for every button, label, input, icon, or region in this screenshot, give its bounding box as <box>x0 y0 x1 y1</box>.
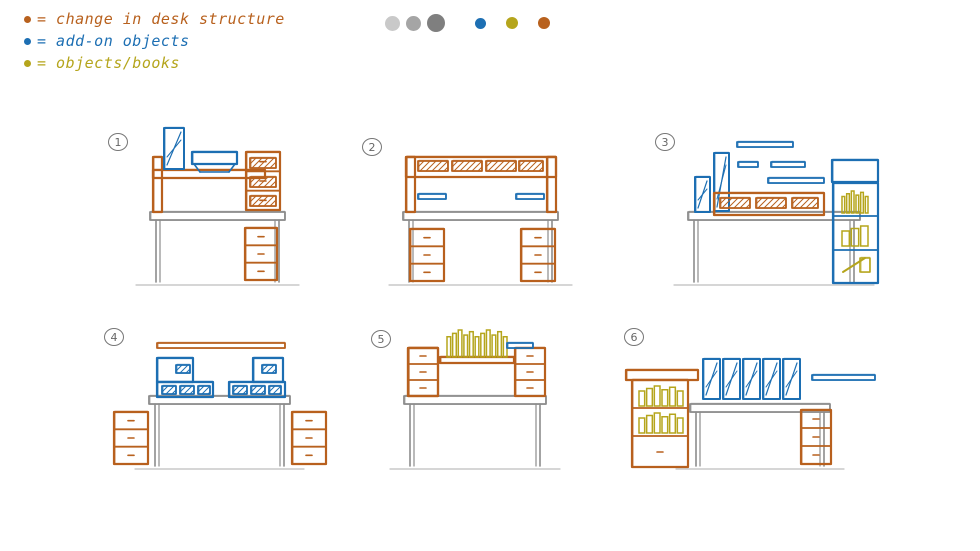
desk-variant-2 <box>388 155 573 286</box>
desk-variant-5 <box>389 329 561 470</box>
legend-dot-objects <box>24 59 31 67</box>
swatch-yellow <box>506 17 518 29</box>
legend-item-objects: = objects/books <box>24 52 285 74</box>
variant-number-4: 4 <box>104 328 124 346</box>
desk-variant-3 <box>673 140 880 286</box>
legend-label-objects: = objects/books <box>37 54 180 72</box>
swatch-orange <box>538 17 550 29</box>
variant-number-2: 2 <box>362 138 382 156</box>
swatch-dark-gray <box>427 14 445 32</box>
variant-number-3: 3 <box>655 133 675 151</box>
swatch-light-gray <box>385 15 400 31</box>
legend-item-structure: = change in desk structure <box>24 8 285 30</box>
desk-variant-1 <box>135 126 300 286</box>
swatch-mid-gray <box>406 15 421 31</box>
legend-item-addon: = add-on objects <box>24 30 285 52</box>
variant-number-5: 5 <box>371 330 391 348</box>
legend-dot-structure <box>24 15 31 23</box>
variant-number-1: 1 <box>108 133 128 151</box>
legend-label-addon: = add-on objects <box>37 32 190 50</box>
desk-variant-6 <box>624 357 876 470</box>
legend-label-structure: = change in desk structure <box>37 10 285 28</box>
legend-dot-addon <box>24 37 31 45</box>
desk-variant-4 <box>112 341 328 470</box>
legend: = change in desk structure = add-on obje… <box>24 8 285 74</box>
color-palette <box>385 14 556 32</box>
swatch-blue <box>475 17 486 29</box>
variant-number-6: 6 <box>624 328 644 346</box>
